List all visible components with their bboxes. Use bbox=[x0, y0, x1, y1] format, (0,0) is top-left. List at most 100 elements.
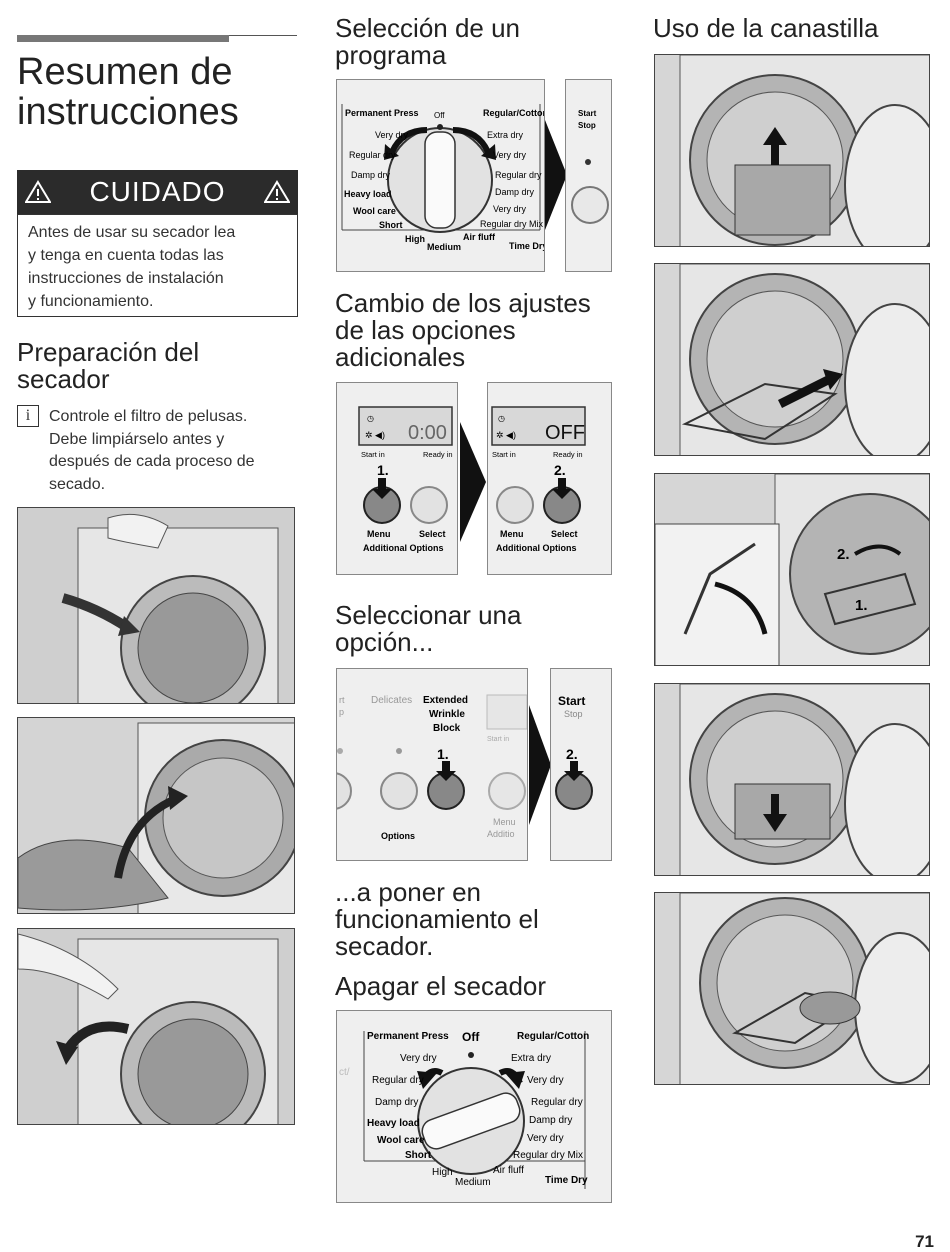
option-led bbox=[396, 748, 402, 754]
svg-text:Regular/Cotton: Regular/Cotton bbox=[517, 1031, 589, 1042]
svg-text:0:00: 0:00 bbox=[408, 422, 447, 444]
svg-text:Extra dry: Extra dry bbox=[487, 130, 524, 140]
select-button[interactable] bbox=[410, 486, 448, 524]
svg-text:p: p bbox=[339, 707, 344, 717]
svg-text:Very dry: Very dry bbox=[493, 150, 527, 160]
caution-header: CUIDADO bbox=[17, 170, 298, 214]
warning-icon bbox=[25, 180, 51, 203]
svg-text:Regular dry: Regular dry bbox=[531, 1097, 583, 1108]
select-option-heading: Seleccionar una opción... bbox=[335, 600, 522, 657]
warning-icon bbox=[264, 180, 290, 203]
display-panel-step2: ◷ ✲ ◀) OFF Start in Ready in 2. Menu Sel… bbox=[487, 382, 612, 575]
svg-text:Stop: Stop bbox=[564, 709, 583, 719]
svg-text:Wool care: Wool care bbox=[377, 1135, 425, 1146]
info-icon: i bbox=[17, 405, 39, 427]
option-button[interactable] bbox=[380, 772, 418, 810]
svg-text:Ready in: Ready in bbox=[423, 450, 453, 459]
sound-icon: ✲ ◀) bbox=[496, 430, 516, 440]
svg-text:Regular dry Mix: Regular dry Mix bbox=[513, 1150, 583, 1161]
prep-heading: Preparación del secador bbox=[17, 337, 200, 394]
caution-text: Antes de usar su secador lea y tenga en … bbox=[17, 214, 298, 317]
svg-text:Air fluff: Air fluff bbox=[463, 232, 496, 242]
svg-text:ct/: ct/ bbox=[339, 1067, 350, 1078]
next-step-arrow bbox=[529, 705, 551, 825]
display-panel-step1: ◷ ✲ ◀) 0:00 Start in Ready in 1. Menu Se… bbox=[336, 382, 458, 575]
svg-text:rt: rt bbox=[339, 695, 345, 705]
svg-text:Regular/Cotton: Regular/Cotton bbox=[483, 108, 545, 118]
page-number: 71 bbox=[915, 1232, 934, 1251]
lcd-display bbox=[491, 406, 586, 446]
start-heading: ...a poner en funcionamiento el secador. bbox=[335, 877, 539, 961]
svg-text:Extra dry: Extra dry bbox=[511, 1053, 551, 1064]
indicator-light-icon bbox=[585, 159, 591, 165]
arrow-down-icon bbox=[552, 478, 572, 499]
program-dial-off[interactable]: ct/ Permanent Press Very dry Regular dry… bbox=[337, 1011, 612, 1203]
svg-text:1.: 1. bbox=[377, 462, 389, 478]
open-door-illustration bbox=[17, 507, 295, 704]
close-door-illustration bbox=[17, 928, 295, 1125]
svg-text:Damp dry: Damp dry bbox=[351, 170, 391, 180]
rack-step4-illustration bbox=[654, 683, 930, 876]
arrow-down-icon bbox=[372, 478, 392, 499]
svg-text:Regular dry: Regular dry bbox=[495, 170, 542, 180]
svg-text:Air fluff: Air fluff bbox=[493, 1165, 524, 1176]
svg-text:Very dry: Very dry bbox=[493, 204, 527, 214]
svg-text:Very dry: Very dry bbox=[527, 1075, 564, 1086]
rack-heading: Uso de la canastilla bbox=[653, 13, 879, 43]
svg-text:Additio: Additio bbox=[487, 829, 515, 839]
next-step-arrow bbox=[545, 120, 567, 230]
svg-text:Additional Options: Additional Options bbox=[363, 543, 444, 553]
svg-text:2.: 2. bbox=[837, 546, 850, 563]
change-settings-heading: Cambio de los ajustes de las opciones ad… bbox=[335, 288, 591, 372]
svg-text:Select: Select bbox=[419, 529, 446, 539]
page-title: Resumen de instrucciones bbox=[17, 51, 239, 133]
rack-step3-illustration: 2. 1. bbox=[654, 473, 930, 666]
rack-step5-illustration bbox=[654, 892, 930, 1085]
svg-text:Very dry: Very dry bbox=[400, 1053, 437, 1064]
load-laundry-illustration bbox=[17, 717, 295, 914]
svg-text:Start in: Start in bbox=[361, 450, 385, 459]
option-panel: rt p Delicates Extended Wrinkle Block St… bbox=[336, 668, 528, 861]
svg-text:Block: Block bbox=[433, 723, 461, 734]
sound-icon: ✲ ◀) bbox=[365, 430, 385, 440]
start-stop-button[interactable] bbox=[571, 186, 609, 224]
svg-text:Regular dry: Regular dry bbox=[349, 150, 396, 160]
rack-step1-illustration bbox=[654, 54, 930, 247]
svg-text:2.: 2. bbox=[554, 462, 566, 478]
svg-text:Permanent Press: Permanent Press bbox=[345, 108, 419, 118]
clock-icon: ◷ bbox=[498, 414, 505, 423]
program-dial[interactable]: Permanent Press Very dry Regular dry Dam… bbox=[337, 80, 545, 272]
svg-text:Regular dry: Regular dry bbox=[372, 1075, 424, 1086]
svg-text:Very dry: Very dry bbox=[375, 130, 409, 140]
program-dial-panel: Permanent Press Very dry Regular dry Dam… bbox=[336, 79, 545, 272]
menu-button[interactable] bbox=[488, 772, 526, 810]
caution-label: CUIDADO bbox=[89, 176, 226, 207]
svg-text:2.: 2. bbox=[566, 746, 578, 762]
svg-text:OFF: OFF bbox=[545, 422, 585, 444]
svg-text:Menu: Menu bbox=[367, 529, 391, 539]
svg-text:Permanent Press: Permanent Press bbox=[367, 1031, 449, 1042]
menu-button[interactable] bbox=[496, 486, 534, 524]
off-dial-panel: ct/ Permanent Press Very dry Regular dry… bbox=[336, 1010, 612, 1203]
rack-step2-illustration bbox=[654, 263, 930, 456]
clock-icon: ◷ bbox=[367, 414, 374, 423]
svg-text:Heavy load: Heavy load bbox=[367, 1118, 420, 1129]
svg-text:Damp dry: Damp dry bbox=[495, 187, 535, 197]
svg-text:Off: Off bbox=[462, 1030, 480, 1044]
svg-text:Wool care: Wool care bbox=[353, 206, 396, 216]
svg-text:Menu: Menu bbox=[493, 817, 516, 827]
svg-text:Heavy load: Heavy load bbox=[344, 189, 392, 199]
svg-text:Options: Options bbox=[381, 831, 415, 841]
svg-text:Start: Start bbox=[558, 694, 585, 708]
svg-text:Time Dry: Time Dry bbox=[545, 1175, 588, 1186]
svg-text:Select: Select bbox=[551, 529, 578, 539]
start-panel: Start Stop 2. bbox=[550, 668, 612, 861]
svg-text:Damp dry: Damp dry bbox=[529, 1115, 572, 1126]
svg-text:Off: Off bbox=[434, 111, 445, 120]
svg-text:Medium: Medium bbox=[455, 1177, 491, 1188]
section-rule bbox=[17, 35, 297, 42]
svg-text:Start in: Start in bbox=[492, 450, 516, 459]
lcd-display bbox=[358, 406, 453, 446]
svg-text:Start: Start bbox=[578, 109, 597, 118]
svg-text:1.: 1. bbox=[855, 597, 868, 614]
